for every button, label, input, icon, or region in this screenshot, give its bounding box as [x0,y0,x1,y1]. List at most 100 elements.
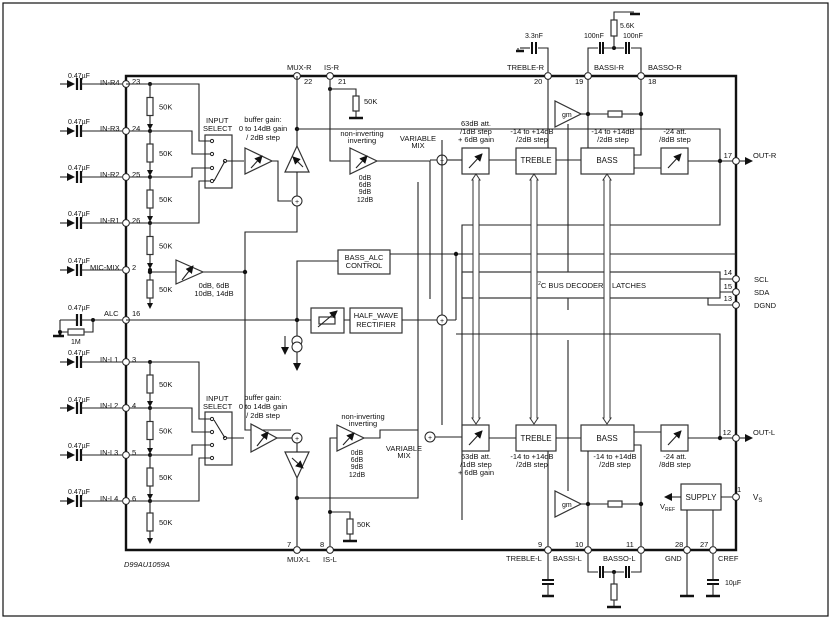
pin-number: 5 [132,448,136,457]
treble-range: /2dB step [516,460,548,469]
mux-amp-r [284,144,310,173]
input-in-r3: 0.47µF IN-R3 24 [68,119,140,133]
buffer-gain-label: buffer gain: [244,393,281,402]
arrow-down-icon [147,448,153,454]
pin-pad [122,451,130,459]
capacitor-icon [75,264,83,276]
vref-label: VREF [660,502,675,513]
pin-name: CREF [718,554,739,563]
input-in-r4: 0.47µF IN-R4 23 [68,73,140,87]
resistor-icon [146,374,154,394]
mic-gain-label: 10dB, 14dB [194,289,233,298]
input-select-label: SELECT [203,124,233,133]
pin-pad [122,219,130,227]
cap-label: 0.47µF [68,119,90,126]
resistor-label: 50K [159,380,172,389]
pin-sda: 15 SDA [724,282,770,297]
pin-name: SDA [754,288,769,297]
pin-number: 17 [724,151,732,160]
treble-block-l [515,424,557,452]
pin-scl: 14 SCL [724,268,769,284]
pin-pad [122,358,130,366]
pin-gnd: 28 GND [665,540,691,563]
pin-out-r: 17 OUT-R [724,151,777,165]
pin-number: 21 [338,77,346,86]
treble-range: -14 to +14dB [510,127,553,136]
pin-pad [122,173,130,181]
cap-label: 0.47µF [68,350,90,357]
svg-text:+: + [428,435,432,442]
resistor-label: 50K [159,242,172,251]
arrow-down-icon [147,538,153,544]
pin-dgnd: 13 DGND [724,294,777,310]
input-select-label: SELECT [203,402,233,411]
resistor-icon [146,189,154,209]
buffer-gain-label: / 2dB step [246,133,280,142]
resistor-label: 50K [357,520,370,529]
pin-name: IN-R4 [100,78,120,87]
arrow-down-icon [147,170,153,176]
input-select-label: INPUT [206,394,229,403]
pin-pad [122,404,130,412]
pin-number: 7 [287,540,291,549]
gain-option: 9dB [359,189,372,196]
cap-label: 0.47µF [68,443,90,450]
cap-label: 10µF [725,580,741,587]
control-bus [471,173,612,425]
resistor-label: 50K [159,518,172,527]
capacitor-icon [75,217,83,229]
pin-number: 8 [320,540,324,549]
buffer-gain-label: 0 to 14dB gain [239,402,287,411]
pin-number: 14 [724,268,732,277]
resistor-label: 50K [159,103,172,112]
pin-number: 2 [132,263,136,272]
resistor-label: 50K [364,97,377,106]
cap-label: 0.47µF [68,258,90,265]
pin-mux-l: 7 MUX-L [287,540,310,564]
input-in-l1: 0.47µF IN-L1 3 [68,350,136,364]
supply-label: SUPPLY [686,493,718,502]
input-alc: 0.47µF ALC 16 1M [68,305,140,346]
pin-name: BASSO-R [648,63,682,72]
mic-amp: 0dB, 6dB 10dB, 14dB [147,259,248,298]
cap-label: 3.3nF [525,33,543,40]
resistor-label: 5.6K [620,23,635,30]
variable-mix-label: MIX [411,141,424,150]
pin-name: SCL [754,275,769,284]
input-in-r2: 0.47µF IN-R2 25 [68,165,140,179]
cap-label: 0.47µF [68,305,90,312]
treble-range: -14 to +14dB [510,452,553,461]
resistor-icon [146,420,154,441]
pin-number: 10 [575,540,583,549]
alc-resistor-label: 1M [71,339,81,346]
buffer-amp-r [244,147,274,175]
volume-label: /1dB step [460,127,492,136]
pin-number: 27 [700,540,708,549]
resistor-icon [146,279,154,299]
pin-name: GND [665,554,682,563]
arrow-down-icon [147,263,153,269]
resistor-icon [146,512,154,532]
block-label: CONTROL [346,261,383,270]
bass-label: BASS [596,156,617,165]
arrow-down-icon [147,303,153,309]
pin-name: IS-L [323,555,337,564]
block-label: HALF_WAVE [354,311,399,320]
buffer-gain-label: buffer gain: [244,115,281,124]
pin-number: 19 [575,77,583,86]
buffer-r: buffer gain: 0 to 14dB gain / 2dB step + [239,76,721,520]
treble-label: TREBLE [520,434,551,443]
pin-name: IN-R1 [100,216,120,225]
pin-cref: 27 CREF [700,540,739,563]
bass-alc-section: BASS_ALC CONTROL HALF_WAVE RECTIFIER + [126,140,736,425]
resistor-label: 50K [159,285,172,294]
gm-label: gm [562,502,572,509]
input-select-label: INPUT [206,116,229,125]
switch-wiper [213,160,226,182]
gain-option: 6dB [359,182,372,189]
arrow-down-icon [147,124,153,130]
svg-text:+: + [295,199,299,206]
pin-pad [122,497,130,505]
